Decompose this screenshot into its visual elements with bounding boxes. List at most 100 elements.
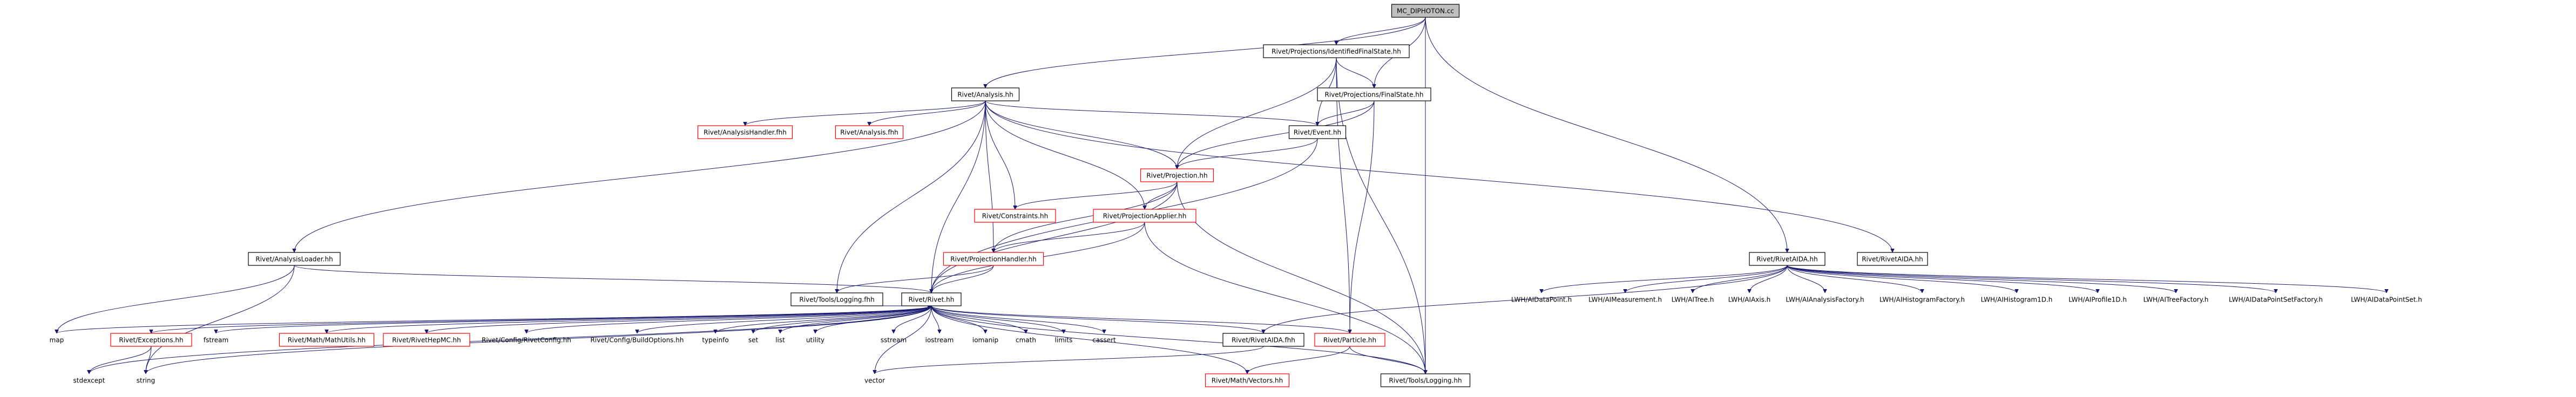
node-utility: utility [806,337,824,344]
node-label-aloader: Rivet/AnalysisLoader.hh [255,256,333,263]
edge-mc-to-riv_aida [1425,17,1787,252]
node-box-afhh [835,125,904,139]
edge-rivethh-to-cmath [931,305,1026,334]
node-box-particle [1314,333,1385,347]
edge-rivethh-to-rivetconfig [526,305,932,334]
edge-finalstate-to-projhh [1177,100,1375,169]
node-label-fstream: fstream [204,337,228,344]
edge-projhh-to-rivethh [931,181,1178,293]
edge-projhh-to-constraints [1015,181,1178,210]
edge-particle-to-mathvectors [1247,346,1350,374]
edge-riv_aida-to-lwh_dpsf [1787,265,2276,293]
edge-analysis-to-ahandler [745,100,986,126]
node-exceptions[interactable]: Rivet/Exceptions.hh [110,333,192,347]
edge-riv_aida-to-lwh_meas [1625,265,1788,293]
node-label-mathutils: Rivet/Math/MathUtils.hh [288,337,366,344]
edge-finalstate-to-particle [1350,100,1375,333]
node-toolslog[interactable]: Rivet/Tools/Logging.hh [1380,373,1471,387]
node-iomanip: iomanip [972,337,998,344]
node-buildopts: Rivet/Config/BuildOptions.hh [591,337,684,344]
node-list: list [775,337,785,344]
node-projhandler[interactable]: Rivet/ProjectionHandler.hh [943,252,1044,266]
node-analysis[interactable]: Rivet/Analysis.hh [951,87,1020,101]
node-riv_aida[interactable]: Rivet/RivetAIDA.hh [1749,252,1825,266]
edge-analysis-to-projhh [985,100,1177,169]
node-box-exceptions [110,333,192,347]
node-box-projhh [1140,168,1214,182]
node-constraints[interactable]: Rivet/Constraints.hh [974,209,1056,223]
edge-projapplier-to-toolslog [1144,222,1425,374]
node-label-map: map [50,337,64,344]
node-vector: vector [864,377,885,385]
node-rivethepmc[interactable]: Rivet/RivetHepMC.hh [383,333,470,347]
node-mathvectors[interactable]: Rivet/Math/Vectors.hh [1205,373,1290,387]
edge-rivethh-to-cassert [931,305,1104,334]
node-box-eventhh [1288,125,1347,139]
node-box-rivethepmc [383,333,470,347]
node-mathutils[interactable]: Rivet/Math/MathUtils.hh [279,333,375,347]
node-eventhh[interactable]: Rivet/Event.hh [1288,125,1347,139]
node-label-utility: utility [806,337,824,344]
node-particle[interactable]: Rivet/Particle.hh [1314,333,1385,347]
node-label-lwh_af: LWH/AIAnalysisFactory.h [1786,296,1864,304]
edge-exceptions-to-stdexcept [89,346,152,374]
node-label-buildopts: Rivet/Config/BuildOptions.hh [591,337,684,344]
edge-analysis-to-projapplier [985,100,1145,209]
node-label-rivetconfig: Rivet/Config/RivetConfig.hh [482,337,571,344]
node-rivetaidahh2[interactable]: Rivet/RivetAIDA.fhh [1222,333,1304,347]
node-label-lwh_axis: LWH/AIAxis.h [1728,296,1771,304]
node-box-rivetaida [1857,252,1928,266]
node-label-string: string [137,377,155,385]
node-afhh[interactable]: Rivet/Analysis.fhh [835,125,904,139]
node-idfs[interactable]: Rivet/Projections/IdentifiedFinalState.h… [1263,44,1410,58]
node-rivetaida[interactable]: Rivet/RivetAIDA.hh [1857,252,1928,266]
edge-idfs-to-toolslog [1336,57,1425,374]
node-string: string [137,377,155,385]
node-rivethh[interactable]: Rivet/Rivet.hh [901,292,962,306]
node-ahandler[interactable]: Rivet/AnalysisHandler.fhh [697,125,793,139]
node-label-lwh_tf: LWH/AITreeFactory.h [2144,296,2209,304]
node-box-projhandler [943,252,1044,266]
node-toolslogfhh[interactable]: Rivet/Tools/Logging.fhh [790,292,883,306]
edge-analysis-to-rivethh [931,100,986,293]
edge-rivetaidahh2-to-vector [875,346,1264,374]
node-label-iomanip: iomanip [972,337,998,344]
edge-projhh-to-projapplier [1145,181,1178,210]
node-label-rivetaida: Rivet/RivetAIDA.hh [1862,256,1923,263]
node-label-projhandler: Rivet/ProjectionHandler.hh [950,256,1036,263]
node-projhh[interactable]: Rivet/Projection.hh [1140,168,1214,182]
edge-eventhh-to-projhh [1177,138,1318,169]
edge-idfs-to-particle [1336,57,1350,333]
node-projapplier[interactable]: Rivet/ProjectionApplier.hh [1093,209,1196,223]
node-label-lwh_dps: LWH/AIDataPointSet.h [2351,296,2422,304]
node-box-toolslogfhh [790,292,883,306]
node-cassert: cassert [1092,337,1116,344]
edge-rivethh-to-sstream [894,305,932,334]
node-box-riv_aida [1749,252,1825,266]
node-stdexcept: stdexcept [73,377,105,385]
node-label-limits: limits [1055,337,1073,344]
node-label-toolslog: Rivet/Tools/Logging.hh [1389,377,1462,385]
edge-aloader-to-map [57,265,295,333]
edge-analysis-to-projhandler [985,100,993,252]
node-finalstate[interactable]: Rivet/Projections/FinalState.hh [1317,87,1431,101]
node-map: map [50,337,64,344]
node-label-exceptions: Rivet/Exceptions.hh [119,337,183,344]
dependency-nodes: MC_DIPHOTON.ccRivet/Projections/Identifi… [50,4,2422,387]
node-label-lwh_meas: LWH/AIMeasurement.h [1588,296,1662,304]
node-set: set [748,337,759,344]
node-mc[interactable]: MC_DIPHOTON.cc [1391,4,1460,18]
node-box-rivetaidahh2 [1222,333,1304,347]
node-limits: limits [1055,337,1073,344]
edge-rivethh-to-mathvectors [931,305,1247,374]
node-aloader[interactable]: Rivet/AnalysisLoader.hh [248,252,341,266]
edge-mc-to-idfs [1336,17,1426,45]
node-label-projapplier: Rivet/ProjectionApplier.hh [1103,213,1187,220]
edge-projhandler-to-rivethh [931,265,994,293]
node-box-mc [1391,4,1460,18]
node-box-constraints [974,209,1056,223]
edge-rivethh-to-typeinfo [715,305,932,334]
edge-aloader-to-string [146,265,295,374]
node-lwh_tree: LWH/AITree.h [1672,296,1714,304]
edge-projhh-to-projhandler [993,181,1178,252]
